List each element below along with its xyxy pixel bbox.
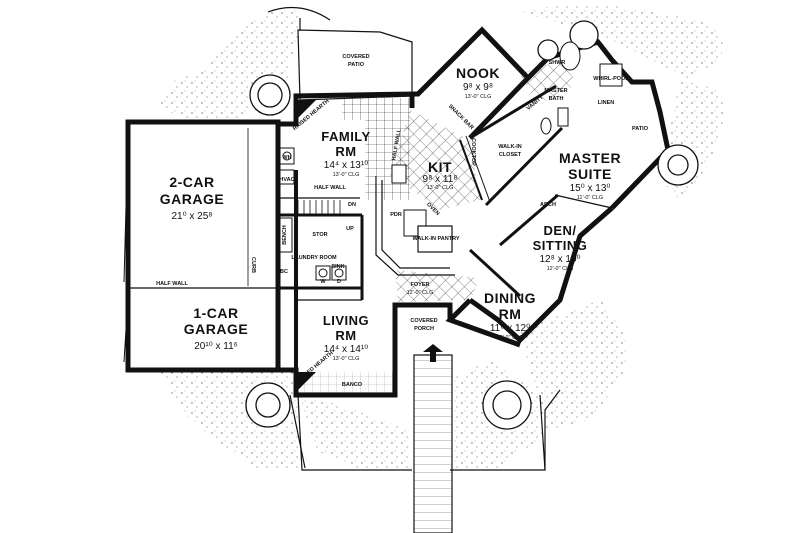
garage2-dim: 21⁰ x 25⁸ (171, 211, 212, 222)
family-name-l2: RM (335, 144, 356, 159)
kit-clg: 13'-0" CLG (427, 185, 454, 191)
garage1-name-l1: 1-CAR (193, 305, 238, 321)
family-name-l1: FAMILY (321, 129, 370, 144)
foyer-name: FOYER (411, 282, 430, 288)
kit-name: KIT (428, 159, 452, 175)
dining-clg: 12'-0" CLG (497, 335, 524, 341)
porch-l1: COVERED (410, 318, 437, 324)
cooktop-label: COOKTOP (470, 138, 476, 166)
dining-name-l2: RM (499, 306, 522, 322)
pdr-label: PDR (390, 212, 402, 218)
dining-name-l1: DINING (484, 290, 536, 306)
fixtures (279, 41, 623, 281)
master-dim: 15⁰ x 13⁰ (570, 183, 611, 194)
walkin-l2: CLOSET (499, 152, 522, 158)
tiled-floors (296, 60, 578, 393)
up-label: UP (346, 226, 354, 232)
arch-label: ARCH (540, 202, 556, 208)
garage1-name-l2: GARAGE (184, 321, 248, 337)
walkin-pantry-label: WALK-IN PANTRY (412, 236, 459, 242)
den-clg: 12'-0" CLG (547, 266, 574, 272)
hvac-label: HVAC (279, 177, 294, 183)
living-dim: 14⁴ x 14¹⁰ (324, 344, 368, 355)
garage2-name-l2: GARAGE (160, 191, 224, 207)
front-walk (413, 344, 453, 533)
master-bath-l1: MASTER (544, 88, 567, 94)
snack-bar-label: SNACK BAR (447, 104, 475, 132)
living-clg: 13'-0" CLG (333, 356, 360, 362)
family-clg: 13'-0" CLG (333, 172, 360, 178)
banco-label: BANCO (342, 382, 363, 388)
trees (245, 20, 699, 430)
patio-right-label: PATIO (632, 126, 649, 132)
d-label: D (337, 279, 341, 285)
den-name-l1: DEN/ (543, 223, 576, 238)
kit-dim: 9⁸ x 11⁸ (423, 174, 458, 185)
shwr-label: SHWR (549, 60, 566, 66)
fireplaces (296, 100, 316, 392)
stor-label: STOR (312, 232, 327, 238)
master-name-l2: SUITE (568, 166, 612, 182)
nook-clg: 13'-0" CLG (465, 94, 492, 100)
living-name-l1: LIVING (323, 313, 369, 328)
bc-label: BC (280, 269, 288, 275)
garage1-dim: 20¹⁰ x 11⁶ (194, 341, 238, 352)
porch-l2: PORCH (414, 326, 434, 332)
wh-label: WH (282, 155, 291, 161)
site-border (267, 6, 561, 471)
patio-top-l2: PATIO (348, 62, 365, 68)
den-name-l2: SITTING (533, 238, 588, 253)
living-name-l2: RM (335, 328, 356, 343)
nook-name: NOOK (456, 65, 500, 81)
master-bath-l2: BATH (549, 96, 564, 102)
garages (123, 119, 281, 373)
dining-dim: 11⁸ x 12⁰ (490, 323, 530, 334)
garage2-name-l1: 2-CAR (169, 174, 214, 190)
foyer-clg: 12'-0" CLG (407, 290, 434, 296)
whirlpool-label: WHIRL-POOL (593, 76, 629, 82)
patio-top-l1: COVERED (342, 54, 369, 60)
den-dim: 12⁸ x 10⁰ (539, 254, 580, 265)
master-name-l1: MASTER (559, 150, 621, 166)
master-clg: 11'-0" CLG (577, 195, 603, 201)
nook-dim: 9⁸ x 9⁸ (463, 82, 493, 93)
curb-label: CURB (250, 257, 256, 273)
dn-label: DN (348, 202, 356, 208)
house-walls (278, 26, 671, 398)
sink-label: SINK (331, 264, 344, 270)
half-wall-kit-label: HALF WALL (391, 128, 403, 161)
covered-patio-area (297, 29, 413, 101)
half-wall-family-label: HALF WALL (314, 185, 346, 191)
linen-label: LINEN (598, 100, 615, 106)
w-label: W (320, 279, 326, 285)
walkin-l1: WALK-IN (498, 144, 522, 150)
half-wall-garage-label: HALF WALL (156, 281, 188, 287)
family-dim: 14⁴ x 13¹⁰ (324, 160, 368, 171)
laundry-label: LAUNDRY ROOM (291, 255, 337, 261)
bench-label: BENCH (282, 225, 288, 245)
